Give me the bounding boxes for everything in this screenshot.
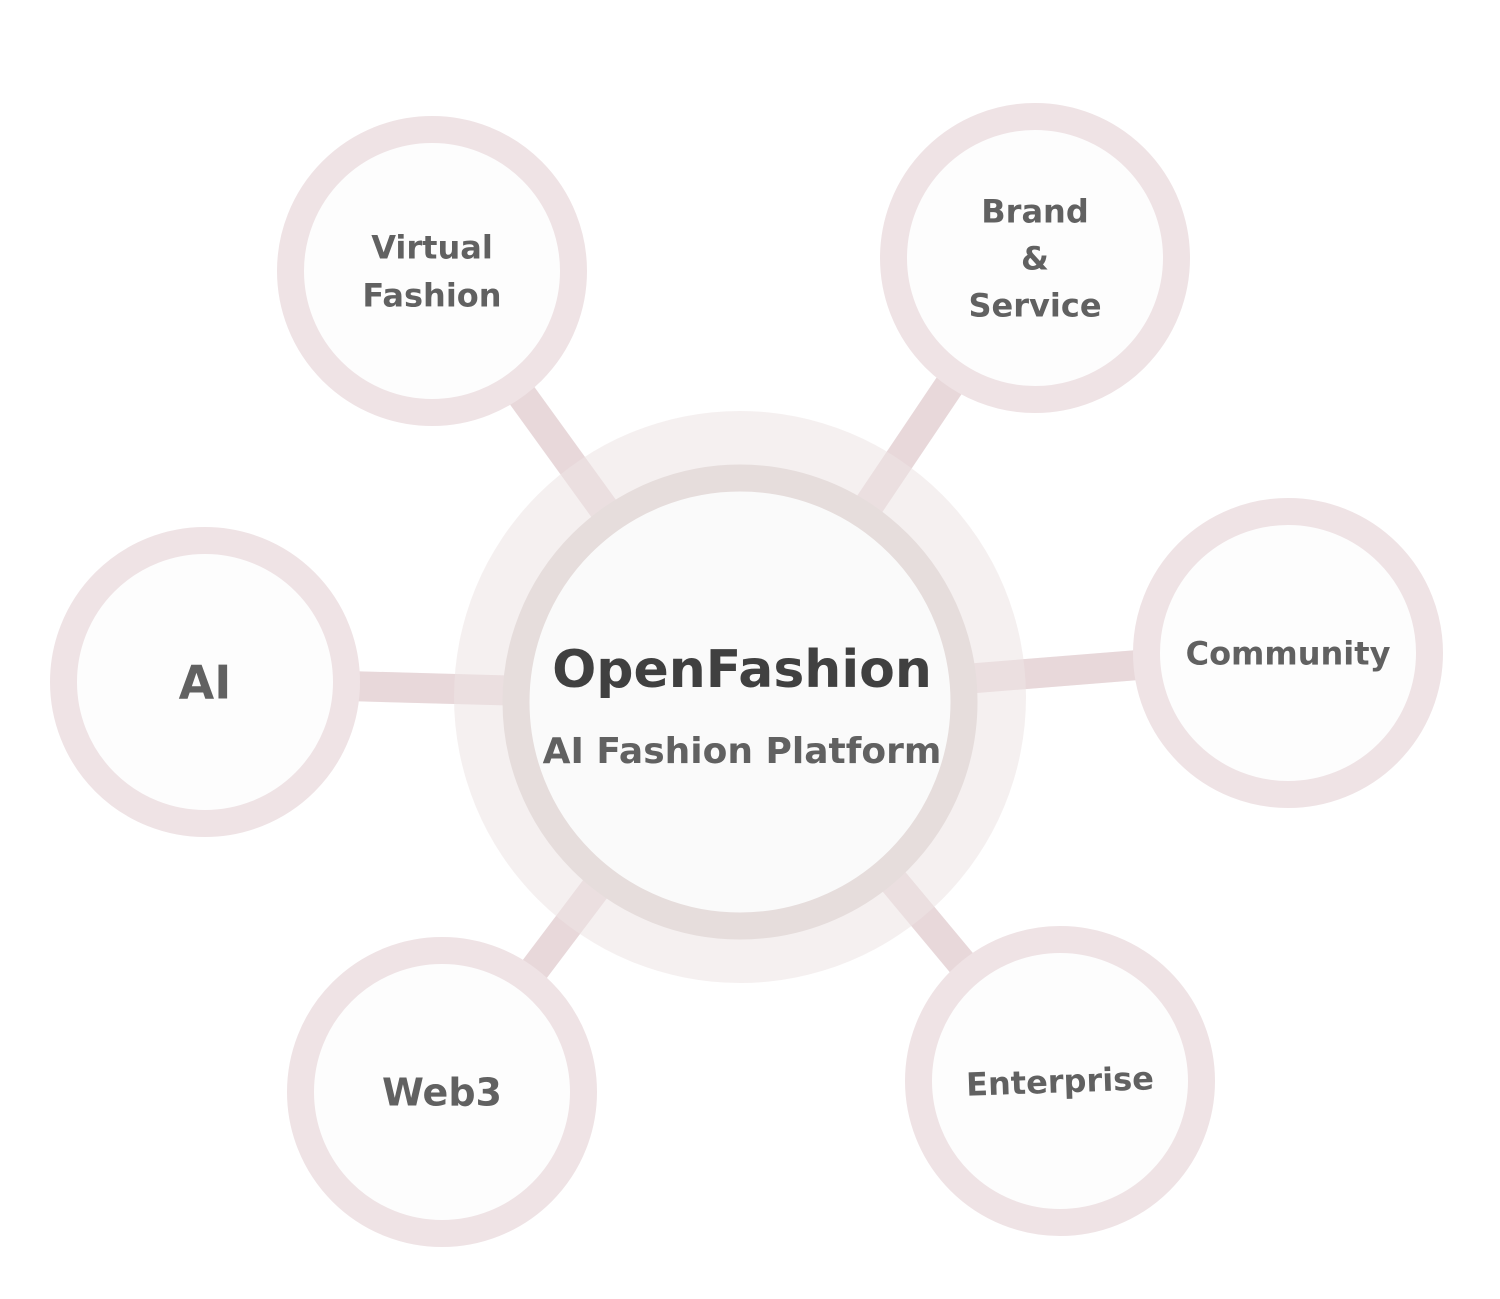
node-label: AI xyxy=(179,656,232,710)
node-circle xyxy=(905,926,1215,1236)
node-circle xyxy=(287,937,597,1247)
center-subtitle: AI Fashion Platform xyxy=(543,731,942,772)
node-circle xyxy=(50,527,360,837)
center-title: OpenFashion xyxy=(552,640,932,700)
node-label: Brand xyxy=(981,193,1088,231)
node-enterprise: Enterprise xyxy=(905,926,1215,1236)
node-label: Fashion xyxy=(362,277,501,315)
node-label: & xyxy=(1021,240,1049,278)
node-brand-service: Brand & Service xyxy=(880,103,1190,413)
node-web3: Web3 xyxy=(287,937,597,1247)
node-ai: AI xyxy=(50,527,360,837)
node-circle xyxy=(880,103,1190,413)
node-label: Web3 xyxy=(382,1071,502,1115)
node-community: Community xyxy=(1133,498,1443,808)
node-circle xyxy=(277,116,587,426)
center-core xyxy=(502,464,978,940)
node-circle xyxy=(1133,498,1443,808)
node-label: Virtual xyxy=(371,229,493,267)
node-label: Service xyxy=(968,287,1101,325)
node-label: Community xyxy=(1186,635,1391,673)
node-label: Enterprise xyxy=(965,1059,1154,1104)
